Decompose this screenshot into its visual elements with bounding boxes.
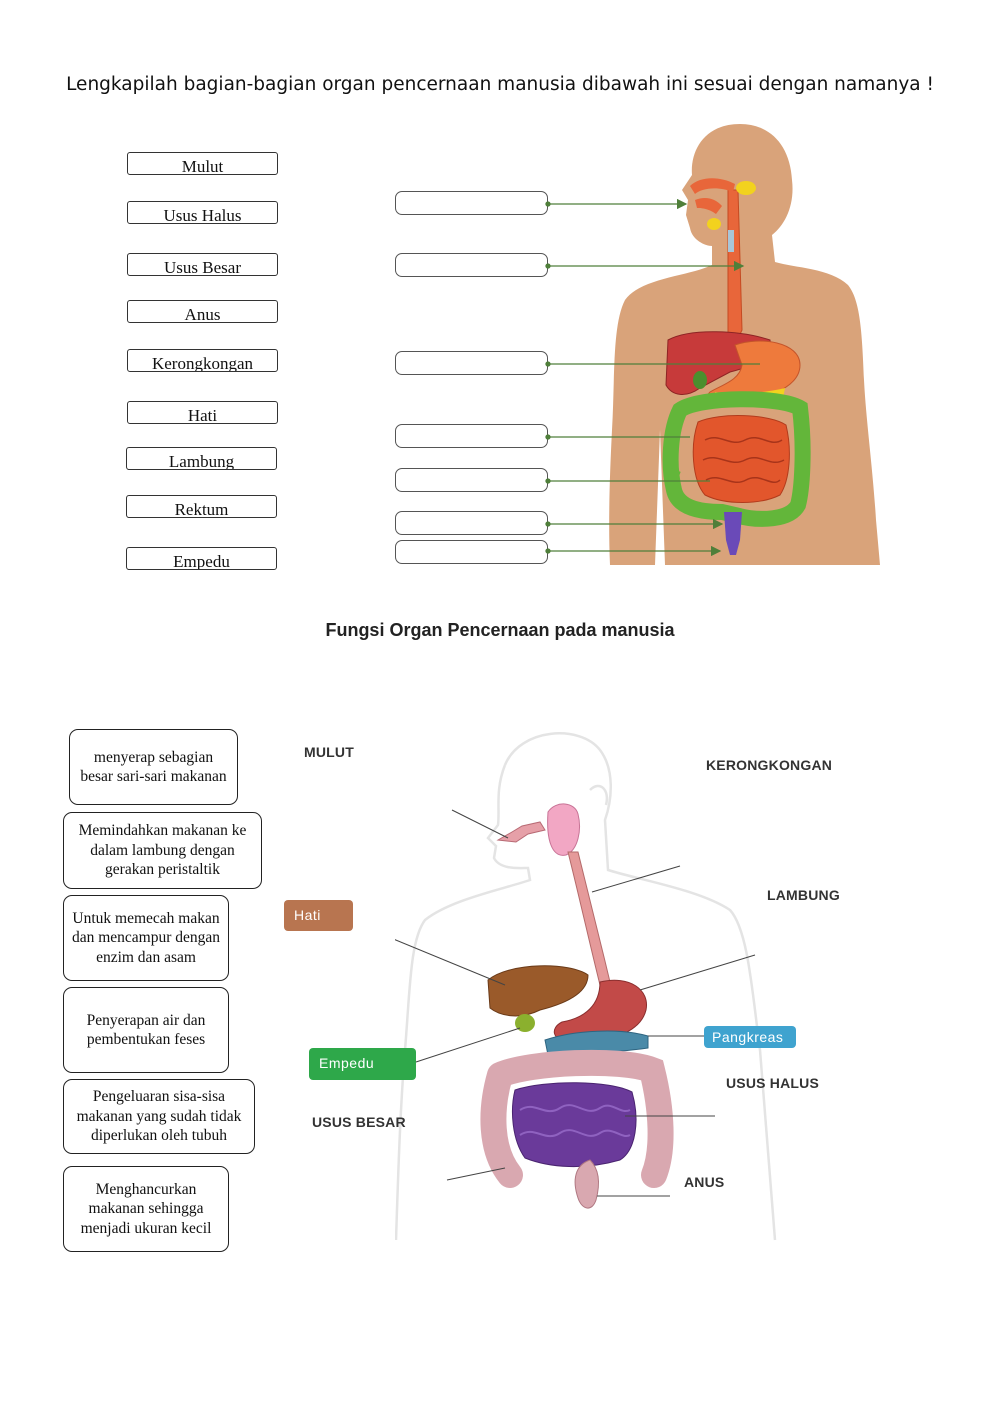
label-lambung: LAMBUNG <box>767 887 840 903</box>
intestine-folds <box>519 1104 631 1138</box>
salivary-gland-shape-2 <box>707 218 721 230</box>
label-mulut: MULUT <box>304 744 354 760</box>
function-card-4[interactable]: Penyerapan air dan pembentukan feses <box>63 987 229 1073</box>
pill-empedu: Empedu <box>309 1048 416 1080</box>
pharynx-shape <box>547 803 580 856</box>
answer-box-1[interactable] <box>395 191 548 215</box>
arrow-dot-7 <box>545 548 551 554</box>
instruction-text: Lengkapilah bagian-bagian organ pencerna… <box>66 74 934 95</box>
rectum-shape <box>574 1159 599 1209</box>
intestine-folds <box>702 437 785 483</box>
esophagus-shape <box>567 851 611 986</box>
large-intestine-shape <box>480 1049 674 1188</box>
gallbladder-shape <box>693 371 707 389</box>
arrow-dot-2 <box>545 263 551 269</box>
arrow-dot-4 <box>545 434 551 440</box>
label-kerongkongan: KERONGKONGAN <box>706 757 833 773</box>
answer-box-2[interactable] <box>395 253 548 277</box>
liver-shape <box>487 965 589 1017</box>
appendix-shape <box>667 468 687 510</box>
function-card-3[interactable]: Untuk memecah makan dan mencampur dengan… <box>63 895 229 981</box>
word-card-usus-besar[interactable]: Usus Besar <box>127 253 278 276</box>
body-outline <box>395 732 777 1241</box>
rectum-shape <box>724 512 742 555</box>
label-usus-besar: USUS BESAR <box>312 1114 406 1130</box>
word-card-mulut[interactable]: Mulut <box>127 152 278 175</box>
answer-box-3[interactable] <box>395 351 548 375</box>
word-card-anus[interactable]: Anus <box>127 300 278 323</box>
trachea-shape <box>728 230 734 252</box>
arrow-dot-3 <box>545 361 551 367</box>
word-card-lambung[interactable]: Lambung <box>126 447 277 470</box>
pill-hati: Hati <box>284 900 353 931</box>
nasal-cavity-shape <box>690 178 735 194</box>
word-card-empedu[interactable]: Empedu <box>126 547 277 570</box>
word-card-rektum[interactable]: Rektum <box>126 495 277 518</box>
function-card-6[interactable]: Menghancurkan makanan sehingga menjadi u… <box>63 1166 229 1252</box>
word-card-kerongkongan[interactable]: Kerongkongan <box>127 349 278 372</box>
function-card-1[interactable]: menyerap sebagian besar sari-sari makana… <box>69 729 238 805</box>
digestive-system-illustration-bottom <box>395 732 777 1241</box>
arrow-dot-1 <box>545 201 551 207</box>
answer-box-4[interactable] <box>395 424 548 448</box>
arrow-dot-5 <box>545 478 551 484</box>
salivary-gland-shape <box>736 181 756 195</box>
arrow-dot-6 <box>545 521 551 527</box>
function-card-2[interactable]: Memindahkan makanan ke dalam lambung den… <box>63 812 262 889</box>
mouth-shape <box>496 821 546 843</box>
digestive-system-illustration-top <box>609 124 880 565</box>
label-anus: ANUS <box>684 1174 725 1190</box>
small-intestine-shape <box>511 1082 637 1167</box>
section-subtitle: Fungsi Organ Pencernaan pada manusia <box>325 620 675 640</box>
label-pointers <box>395 809 756 1197</box>
function-card-5[interactable]: Pengeluaran sisa-sisa makanan yang sudah… <box>63 1079 255 1154</box>
label-usus-halus: USUS HALUS <box>726 1075 820 1091</box>
pill-pangkreas: Pangkreas <box>704 1026 796 1048</box>
answer-box-7[interactable] <box>395 540 548 564</box>
answer-box-5[interactable] <box>395 468 548 492</box>
pointer-arrows <box>545 198 760 557</box>
word-card-usus-halus[interactable]: Usus Halus <box>127 201 278 224</box>
gallbladder-shape <box>515 1014 535 1032</box>
word-card-hati[interactable]: Hati <box>127 401 278 424</box>
mouth-shape <box>695 198 722 214</box>
answer-box-6[interactable] <box>395 511 548 535</box>
